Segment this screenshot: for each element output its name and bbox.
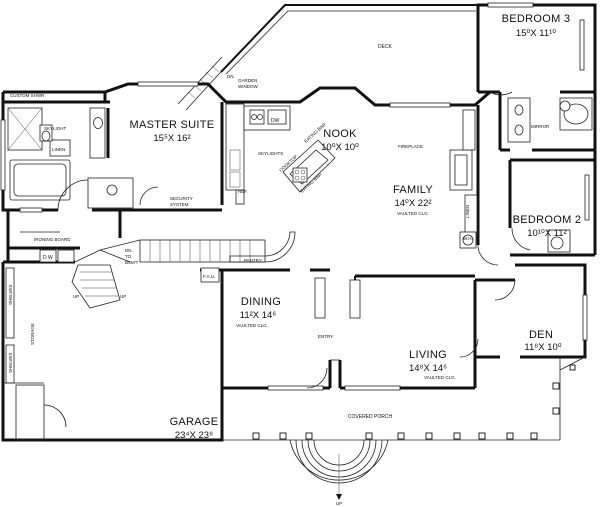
dining-living — [200, 267, 516, 389]
washer — [39, 249, 57, 263]
room-name-master: MASTER SUITE — [130, 119, 215, 131]
label-fau: F.A.U. — [203, 274, 215, 279]
exterior-walls — [1, 3, 597, 442]
entry-steps — [289, 439, 389, 500]
label-deck: DECK — [378, 44, 393, 50]
label-skylight: SKYLIGHT — [44, 126, 67, 131]
fireplace — [449, 149, 473, 191]
label-ironing-board: IRONING BOARD — [34, 237, 71, 242]
linen-closet — [49, 139, 71, 157]
laundry — [20, 231, 75, 263]
covered-porch — [222, 356, 586, 500]
label-custom-shower: CUSTOM SHWR — [10, 93, 45, 98]
deck-outline — [220, 4, 478, 73]
label-up-3: UP — [336, 501, 342, 506]
room-name-family: FAMILY — [393, 184, 433, 196]
family-fixtures — [449, 91, 513, 266]
room-dim-living: 14⁸X 14⁶ — [409, 363, 447, 374]
master-bath — [7, 107, 159, 211]
label-garden: GARDEN — [238, 78, 257, 83]
label-fireplace: FIREPLACE — [398, 144, 423, 149]
refrigerator — [235, 189, 245, 205]
room-dim-master: 15⁵X 16² — [153, 133, 190, 144]
dishwasher — [267, 109, 287, 125]
label-security-system: SYSTEM — [170, 202, 189, 207]
label-dn-bsmt: DN. — [125, 248, 133, 253]
room-note-family: VAULTED CLG. — [397, 211, 429, 216]
bathtub — [9, 159, 71, 201]
label-entry: ENTRY — [318, 334, 333, 339]
room-name-dining: DINING — [241, 296, 281, 308]
label-dw: DW — [271, 118, 280, 124]
label-to-bsmt: TO — [125, 254, 132, 259]
room-dim-bedroom2: 10¹⁰X 11² — [527, 228, 567, 239]
dryer — [57, 249, 75, 263]
label-shelves: SHELVES — [8, 285, 13, 305]
label-ref: REF. — [238, 189, 248, 194]
room-note-dining: VAULTED CLG. — [236, 323, 268, 328]
label-covered-porch: COVERED PORCH — [348, 414, 393, 420]
garage-walls — [1, 262, 224, 442]
room-dim-dining: 11²X 14⁶ — [240, 310, 277, 321]
label-linen: LINEN — [52, 147, 65, 152]
kitchen — [225, 103, 336, 205]
windows — [0, 2, 590, 391]
room-dim-nook: 10⁰X 10⁰ — [321, 142, 359, 153]
label-pantry: PANTRY — [244, 258, 262, 263]
room-name-bedroom2: BEDROOM 2 — [513, 214, 582, 226]
room-name-living: LIVING — [409, 349, 447, 361]
labels: BEDROOM 3 15⁰X 11¹⁰ DECK CUSTOM SHWR SKY… — [8, 13, 581, 506]
porch-columns — [252, 364, 576, 440]
label-skylights: SKYLIGHTS — [258, 151, 283, 156]
room-dim-garage: 23⁴X 23⁸ — [175, 430, 213, 441]
label-linen-2: LINEN — [465, 205, 470, 218]
room-note-living: VAULTED CLG. — [424, 375, 456, 380]
label-window: WINDOW — [238, 84, 258, 89]
room-name-garage: GARAGE — [170, 416, 219, 428]
eating-bar-island — [282, 139, 336, 193]
room-name-bedroom3: BEDROOM 3 — [502, 13, 571, 25]
label-mirror: MIRROR — [531, 124, 550, 129]
garage-fixtures — [3, 267, 67, 441]
room-dim-den: 11⁸X 10⁰ — [524, 342, 561, 353]
room-name-den: DEN — [529, 329, 553, 341]
room-dim-bedroom3: 15⁰X 11¹⁰ — [516, 28, 556, 39]
label-up-1: UP — [73, 294, 79, 299]
room-name-nook: NOOK — [323, 128, 357, 140]
label-storage: STORAGE — [30, 323, 35, 345]
label-deck-dn: DN. — [227, 74, 235, 79]
label-wh: W.H. — [463, 236, 473, 241]
basement-stairs — [71, 231, 296, 309]
label-washer-dryer: D W — [43, 255, 53, 261]
room-dim-family: 14⁰X 22² — [394, 198, 431, 209]
bath2 — [507, 97, 593, 253]
label-shelves-2: SHELVES — [8, 353, 13, 373]
label-up-2: UP — [120, 294, 126, 299]
deck-stairs — [177, 56, 229, 111]
label-security: SECURITY — [170, 196, 193, 201]
label-bsmt: BSM'T — [125, 260, 139, 265]
